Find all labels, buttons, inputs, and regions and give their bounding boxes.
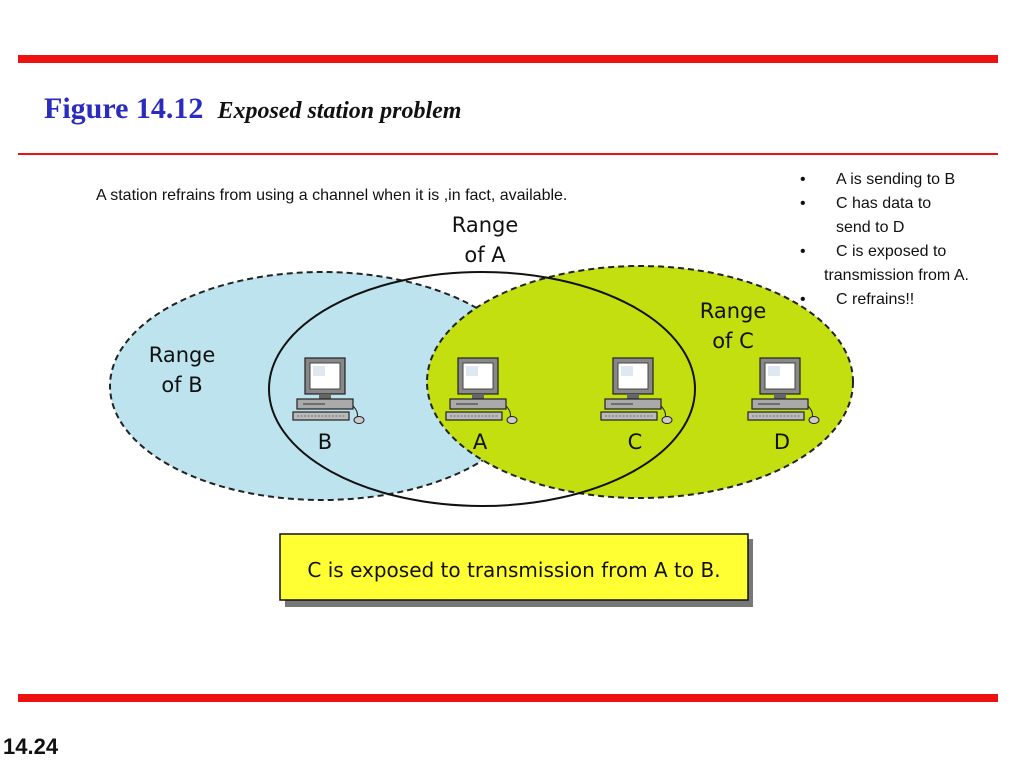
range-a-label-line2: of A — [464, 243, 506, 267]
slide-number: 14.24 — [3, 734, 59, 759]
slide-title: Figure 14.12 Exposed station problem — [44, 92, 461, 126]
station-b-label: B — [318, 430, 332, 454]
title-underline — [18, 153, 998, 155]
top-rule — [18, 55, 998, 63]
range-a-circle — [268, 271, 696, 507]
range-a-label-line1: Range — [452, 213, 519, 237]
bullet-item: A is sending to B — [800, 168, 1020, 192]
bottom-rule — [18, 694, 998, 702]
range-c-label-line1: Range — [700, 299, 767, 323]
station-c-label: C — [628, 430, 643, 454]
range-b-label-line2: of B — [161, 373, 202, 397]
range-c-label-line2: of C — [712, 329, 754, 353]
range-b-label-line1: Range — [149, 343, 216, 367]
note-text: C is exposed to transmission from A to B… — [307, 558, 720, 582]
bullet-item: C refrains!! — [800, 288, 1020, 312]
note-box — [279, 533, 749, 601]
figure-label: Figure 14.12 — [44, 92, 204, 125]
station-d-label: D — [774, 430, 790, 454]
station-a-label: A — [473, 430, 488, 454]
diagram-caption: A station refrains from using a channel … — [96, 187, 568, 204]
figure-title: Exposed station problem — [217, 98, 462, 124]
